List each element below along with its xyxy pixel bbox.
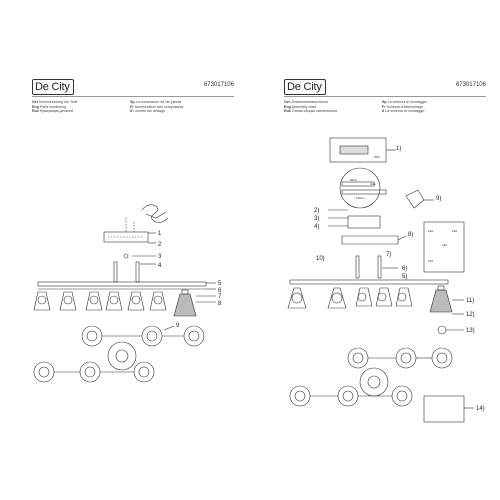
top-view xyxy=(33,325,205,383)
assembly-drawing: 1) OFF 28mm 3mm 140mm 2) 3) 4) 5) 6) 7) … xyxy=(287,137,485,423)
decity-logo: De City xyxy=(32,79,74,95)
logo-text: De City xyxy=(284,79,326,95)
mounting-plate xyxy=(347,215,381,229)
callout-4: 4) xyxy=(314,224,319,230)
legend-row: It La schema di montaggio xyxy=(382,109,425,114)
callout-5: 5) xyxy=(402,274,407,280)
callout-10: 10) xyxy=(316,256,325,262)
canopy xyxy=(341,235,399,245)
callout-2: 2 xyxy=(158,242,162,248)
assembly-diagram: 1) OFF 28mm 3mm 140mm 2) 3) 4) 5) 6) 7) … xyxy=(256,0,496,500)
lamp-shades xyxy=(287,287,413,309)
callout-6: 6 xyxy=(218,288,222,294)
mounting-plate xyxy=(103,231,149,243)
callout-6: 6) xyxy=(402,266,407,272)
temp-3: 120 xyxy=(442,243,447,247)
article-number: 673017106 xyxy=(203,82,234,88)
temp-1: 120 xyxy=(428,229,433,233)
callout-2: 2) xyxy=(314,208,319,214)
assembly-chart-page: De City 673017106 Ger Zusammenbauschema … xyxy=(256,0,496,500)
glass-shade xyxy=(173,293,197,317)
header-divider xyxy=(284,96,486,97)
parts-numbering-page: De City 673017106 Ger Nummerierung der T… xyxy=(4,0,244,500)
parts-drawing: 1 2 3 4 5 6 7 8 9 xyxy=(33,204,222,383)
callout-4: 4 xyxy=(158,263,162,269)
article-number: 673017106 xyxy=(455,82,486,88)
callout-3: 3 xyxy=(158,254,162,260)
rod-part xyxy=(135,261,140,283)
callout-5: 5 xyxy=(218,281,222,287)
mounting-wires xyxy=(141,204,169,223)
temperature-info xyxy=(423,221,465,273)
switch-off-label: OFF xyxy=(374,155,380,159)
callout-8: 8) xyxy=(408,232,413,238)
legend-row: Fr Schéma d'assemblage xyxy=(382,104,423,109)
main-bar xyxy=(289,279,449,285)
callout-9: 9) xyxy=(436,196,441,202)
legend-row: Rus Нумерация деталей xyxy=(32,109,74,114)
legend-row: It I numeri dei dettagli xyxy=(130,109,165,114)
screw-part xyxy=(123,253,129,259)
legend-row: Ger Nummerierung der Teile xyxy=(32,100,78,104)
callout-7: 7) xyxy=(386,252,391,258)
callout-12: 12) xyxy=(466,312,475,318)
cleaning-panel xyxy=(423,395,465,423)
decity-logo: De City xyxy=(284,79,326,95)
legend-row: Eng Parts numbering xyxy=(32,104,67,109)
lamp-shades xyxy=(33,291,167,311)
temp-4: 120 xyxy=(428,259,433,263)
lamp-bulbs xyxy=(291,292,407,304)
temp-2: 120 xyxy=(452,229,457,233)
detail-circle xyxy=(339,167,381,209)
glass-shade xyxy=(429,289,453,313)
callout-3: 3) xyxy=(314,216,319,222)
top-view xyxy=(289,347,453,407)
logo-text: De City xyxy=(32,79,74,95)
legend-row: Sp La schema di montaggio xyxy=(382,100,427,104)
legend-row: Rus Схема сборки светильника xyxy=(284,109,337,114)
legend-row: Ger Zusammenbauschema xyxy=(284,100,328,104)
legend-row: Sp La numeración de las piezas xyxy=(130,100,182,104)
dim-a: 28mm xyxy=(350,178,357,182)
callout-13: 13) xyxy=(466,328,475,334)
callout-9: 9 xyxy=(176,323,180,329)
callout-8: 8 xyxy=(218,301,222,307)
bracket-detail xyxy=(405,189,425,209)
callout-1: 1 xyxy=(158,231,162,237)
bulb-part xyxy=(437,325,447,335)
dim-b: 3mm xyxy=(370,182,376,186)
parts-diagram: 1 2 3 4 5 6 7 8 9 xyxy=(4,0,244,500)
callout-14: 14) xyxy=(476,406,485,412)
callout-11: 11) xyxy=(466,298,474,304)
lamp-bulbs xyxy=(37,295,163,305)
main-bar xyxy=(37,281,207,287)
callout-7: 7 xyxy=(218,294,222,300)
legend-row: Eng Assembly chart xyxy=(284,104,317,109)
header-divider xyxy=(32,96,234,97)
rod-part xyxy=(113,261,118,283)
dim-c: 140mm xyxy=(356,196,365,200)
callout-1: 1) xyxy=(396,146,401,152)
legend-row: Fr Numérotation des composants xyxy=(130,104,184,109)
